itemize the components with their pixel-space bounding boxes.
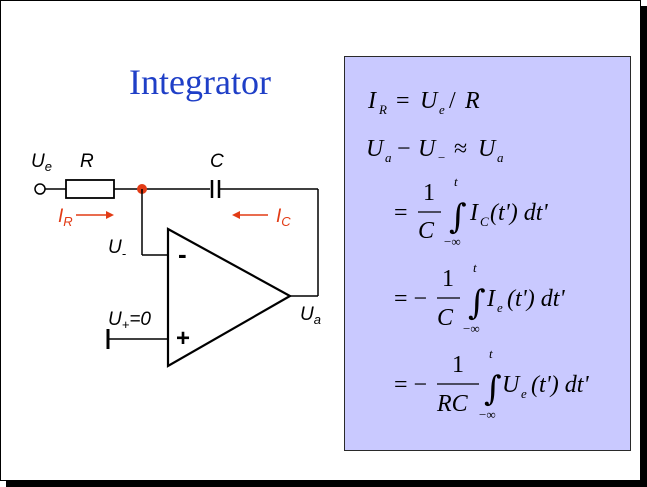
current-r-label: IR [58, 206, 73, 229]
opamp-plus-sign: + [176, 325, 190, 352]
formula-line-1: I R = U e / R [367, 88, 480, 117]
svg-text:R: R [378, 102, 387, 117]
svg-text:1: 1 [452, 352, 464, 378]
slide-border [0, 0, 641, 481]
svg-text:a: a [497, 150, 504, 165]
svg-text:R: R [464, 88, 480, 114]
opamp-minus-sign: - [178, 239, 187, 269]
svg-text:e: e [521, 386, 527, 401]
svg-text:/: / [449, 88, 456, 114]
svg-text:(t') dt': (t') dt' [507, 286, 565, 312]
svg-text:≈: ≈ [454, 136, 467, 162]
svg-text:=: = [396, 88, 410, 114]
svg-text:U: U [478, 136, 497, 162]
current-c-label: IC [276, 206, 291, 229]
svg-text:−∞: −∞ [463, 321, 480, 336]
integral-sign-4: ∫ [468, 283, 486, 323]
svg-text:−∞: −∞ [479, 407, 496, 422]
svg-text:I: I [367, 88, 377, 114]
slide-shadow-bottom [6, 481, 647, 487]
svg-text:e: e [497, 300, 503, 315]
svg-text:I: I [486, 286, 496, 312]
plus-input-label: U+=0 [108, 309, 151, 332]
svg-text:=: = [394, 200, 408, 226]
minus-input-label: U- [108, 237, 127, 261]
svg-text:U: U [420, 88, 439, 114]
resistor-label: R [80, 151, 94, 172]
svg-text:1: 1 [423, 180, 435, 206]
slide-shadow-right [641, 6, 647, 487]
svg-text:−: − [397, 136, 411, 162]
svg-text:−∞: −∞ [444, 234, 461, 249]
svg-text:= −: = − [394, 286, 427, 312]
svg-text:(t') dt': (t') dt' [531, 372, 589, 398]
svg-text:C: C [418, 218, 435, 244]
slide-title: Integrator [129, 62, 271, 102]
svg-text:C: C [437, 305, 454, 331]
current-c-arrowhead [232, 211, 240, 219]
integral-sign-3: ∫ [449, 197, 467, 237]
current-r-arrowhead [106, 211, 114, 219]
capacitor-label: C [210, 151, 224, 172]
svg-text:U: U [418, 136, 437, 162]
svg-text:RC: RC [436, 391, 469, 417]
input-voltage-label: Ue [31, 151, 52, 174]
formula-line-5: = − 1 RC ∫ t −∞ U e (t') dt' [394, 346, 589, 422]
formula-line-3: = 1 C ∫ t −∞ I C (t') dt' [394, 174, 548, 249]
svg-text:C: C [480, 214, 489, 229]
svg-text:U: U [502, 372, 521, 398]
svg-text:(t') dt': (t') dt' [490, 200, 548, 226]
svg-text:e: e [439, 102, 445, 117]
svg-text:1: 1 [442, 266, 454, 292]
opamp-triangle [166, 227, 293, 368]
formula-box [344, 56, 631, 451]
integral-sign-5: ∫ [484, 369, 502, 409]
svg-text:a: a [385, 150, 392, 165]
svg-text:U: U [366, 136, 385, 162]
svg-text:t: t [489, 346, 493, 361]
formula-line-4: = − 1 C ∫ t −∞ I e (t') dt' [394, 260, 565, 336]
svg-text:t: t [473, 260, 477, 275]
svg-text:−: − [438, 150, 445, 165]
svg-text:I: I [469, 200, 479, 226]
formula-line-2: U a − U − ≈ U a [366, 136, 504, 165]
output-voltage-label: Ua [300, 304, 321, 327]
svg-text:= −: = − [394, 372, 427, 398]
svg-text:t: t [454, 174, 458, 189]
